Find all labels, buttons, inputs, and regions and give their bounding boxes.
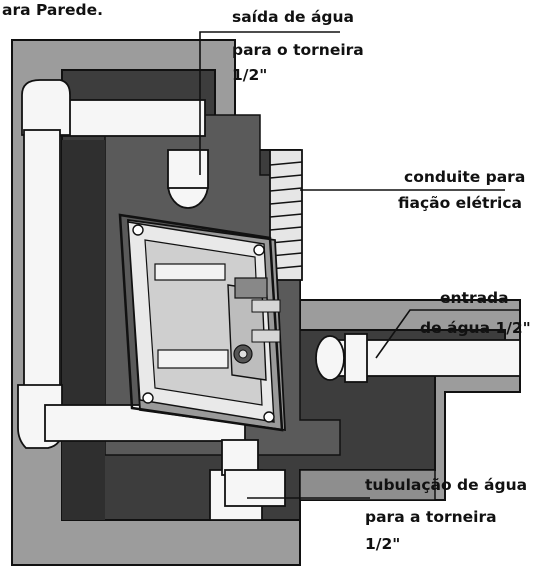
label-tubulacao-line2: para a torneira (365, 508, 497, 526)
label-saida-de-agua: saída de água para o torneira 1/2" (232, 8, 364, 84)
inlet-pipe (315, 333, 521, 383)
label-saida-line2: para o torneira (232, 41, 364, 59)
label-entrada: entrada de água 1/2" (420, 289, 531, 337)
label-conduite-line2: fiação elétrica (398, 194, 522, 212)
label-conduite-line1: conduite para (404, 168, 525, 186)
label-tubulacao: tubulação de água para a torneira 1/2" (365, 476, 527, 553)
label-tubulacao-line3: 1/2" (365, 535, 400, 553)
label-entrada-line2: de água 1/2" (420, 319, 531, 337)
label-tubulacao-line1: tubulação de água (365, 476, 527, 494)
electrical-box (118, 213, 286, 432)
label-entrada-line1: entrada (440, 289, 509, 307)
pipe-loop (17, 79, 286, 521)
label-saida-line1: saída de água (232, 8, 354, 26)
caption-fragment: ara Parede. (2, 1, 103, 19)
callout-lines (199, 31, 520, 499)
label-saida-line3: 1/2" (232, 66, 267, 84)
label-conduite: conduite para fiação elétrica (398, 168, 525, 212)
